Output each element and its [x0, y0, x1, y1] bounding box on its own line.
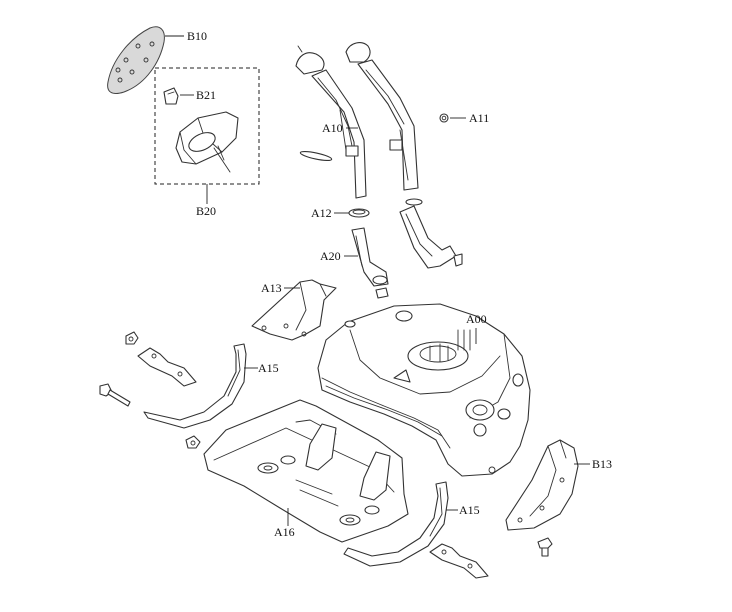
- part-a12-hose-clamp[interactable]: [348, 208, 370, 218]
- part-filler-hose-right[interactable]: [399, 198, 463, 269]
- label-b20: B20: [196, 204, 216, 218]
- label-a16: A16: [274, 525, 295, 539]
- part-a15-strap-right[interactable]: [343, 481, 449, 567]
- label-b13: B13: [592, 457, 612, 471]
- label-a15-left: A15: [258, 361, 279, 375]
- label-a12: A12: [311, 206, 332, 220]
- label-b10: B10: [187, 29, 207, 43]
- part-b10-gasket[interactable]: [107, 26, 165, 95]
- part-a10-filler-pipe[interactable]: [295, 42, 419, 199]
- part-a16-skid-plate[interactable]: [203, 399, 409, 543]
- part-nut-left-top[interactable]: [125, 331, 139, 345]
- part-a20-filler-hose[interactable]: [351, 227, 389, 299]
- part-bolt-b13[interactable]: [537, 537, 553, 557]
- part-b13-bracket[interactable]: [505, 439, 579, 531]
- part-a11-nut[interactable]: [439, 113, 449, 123]
- label-b21: B21: [196, 88, 216, 102]
- b20-group-box: [154, 67, 260, 185]
- part-strap-bracket-left-top[interactable]: [137, 347, 197, 387]
- part-a15-strap-left[interactable]: [143, 343, 247, 429]
- label-a13: A13: [261, 281, 282, 295]
- part-nut-left-bottom[interactable]: [185, 435, 201, 449]
- part-b20-fuel-pump-module[interactable]: [175, 111, 239, 173]
- part-b21-clip[interactable]: [163, 87, 179, 105]
- part-a00-fuel-tank[interactable]: [317, 303, 531, 477]
- label-a15-right: A15: [459, 503, 480, 517]
- part-bolt-left[interactable]: [99, 383, 131, 407]
- label-a10: A10: [322, 121, 343, 135]
- label-a00: A00: [466, 312, 487, 326]
- label-a11: A11: [469, 111, 489, 125]
- part-strap-bracket-right-bottom[interactable]: [429, 543, 489, 579]
- part-a13-bracket[interactable]: [251, 279, 337, 341]
- label-a20: A20: [320, 249, 341, 263]
